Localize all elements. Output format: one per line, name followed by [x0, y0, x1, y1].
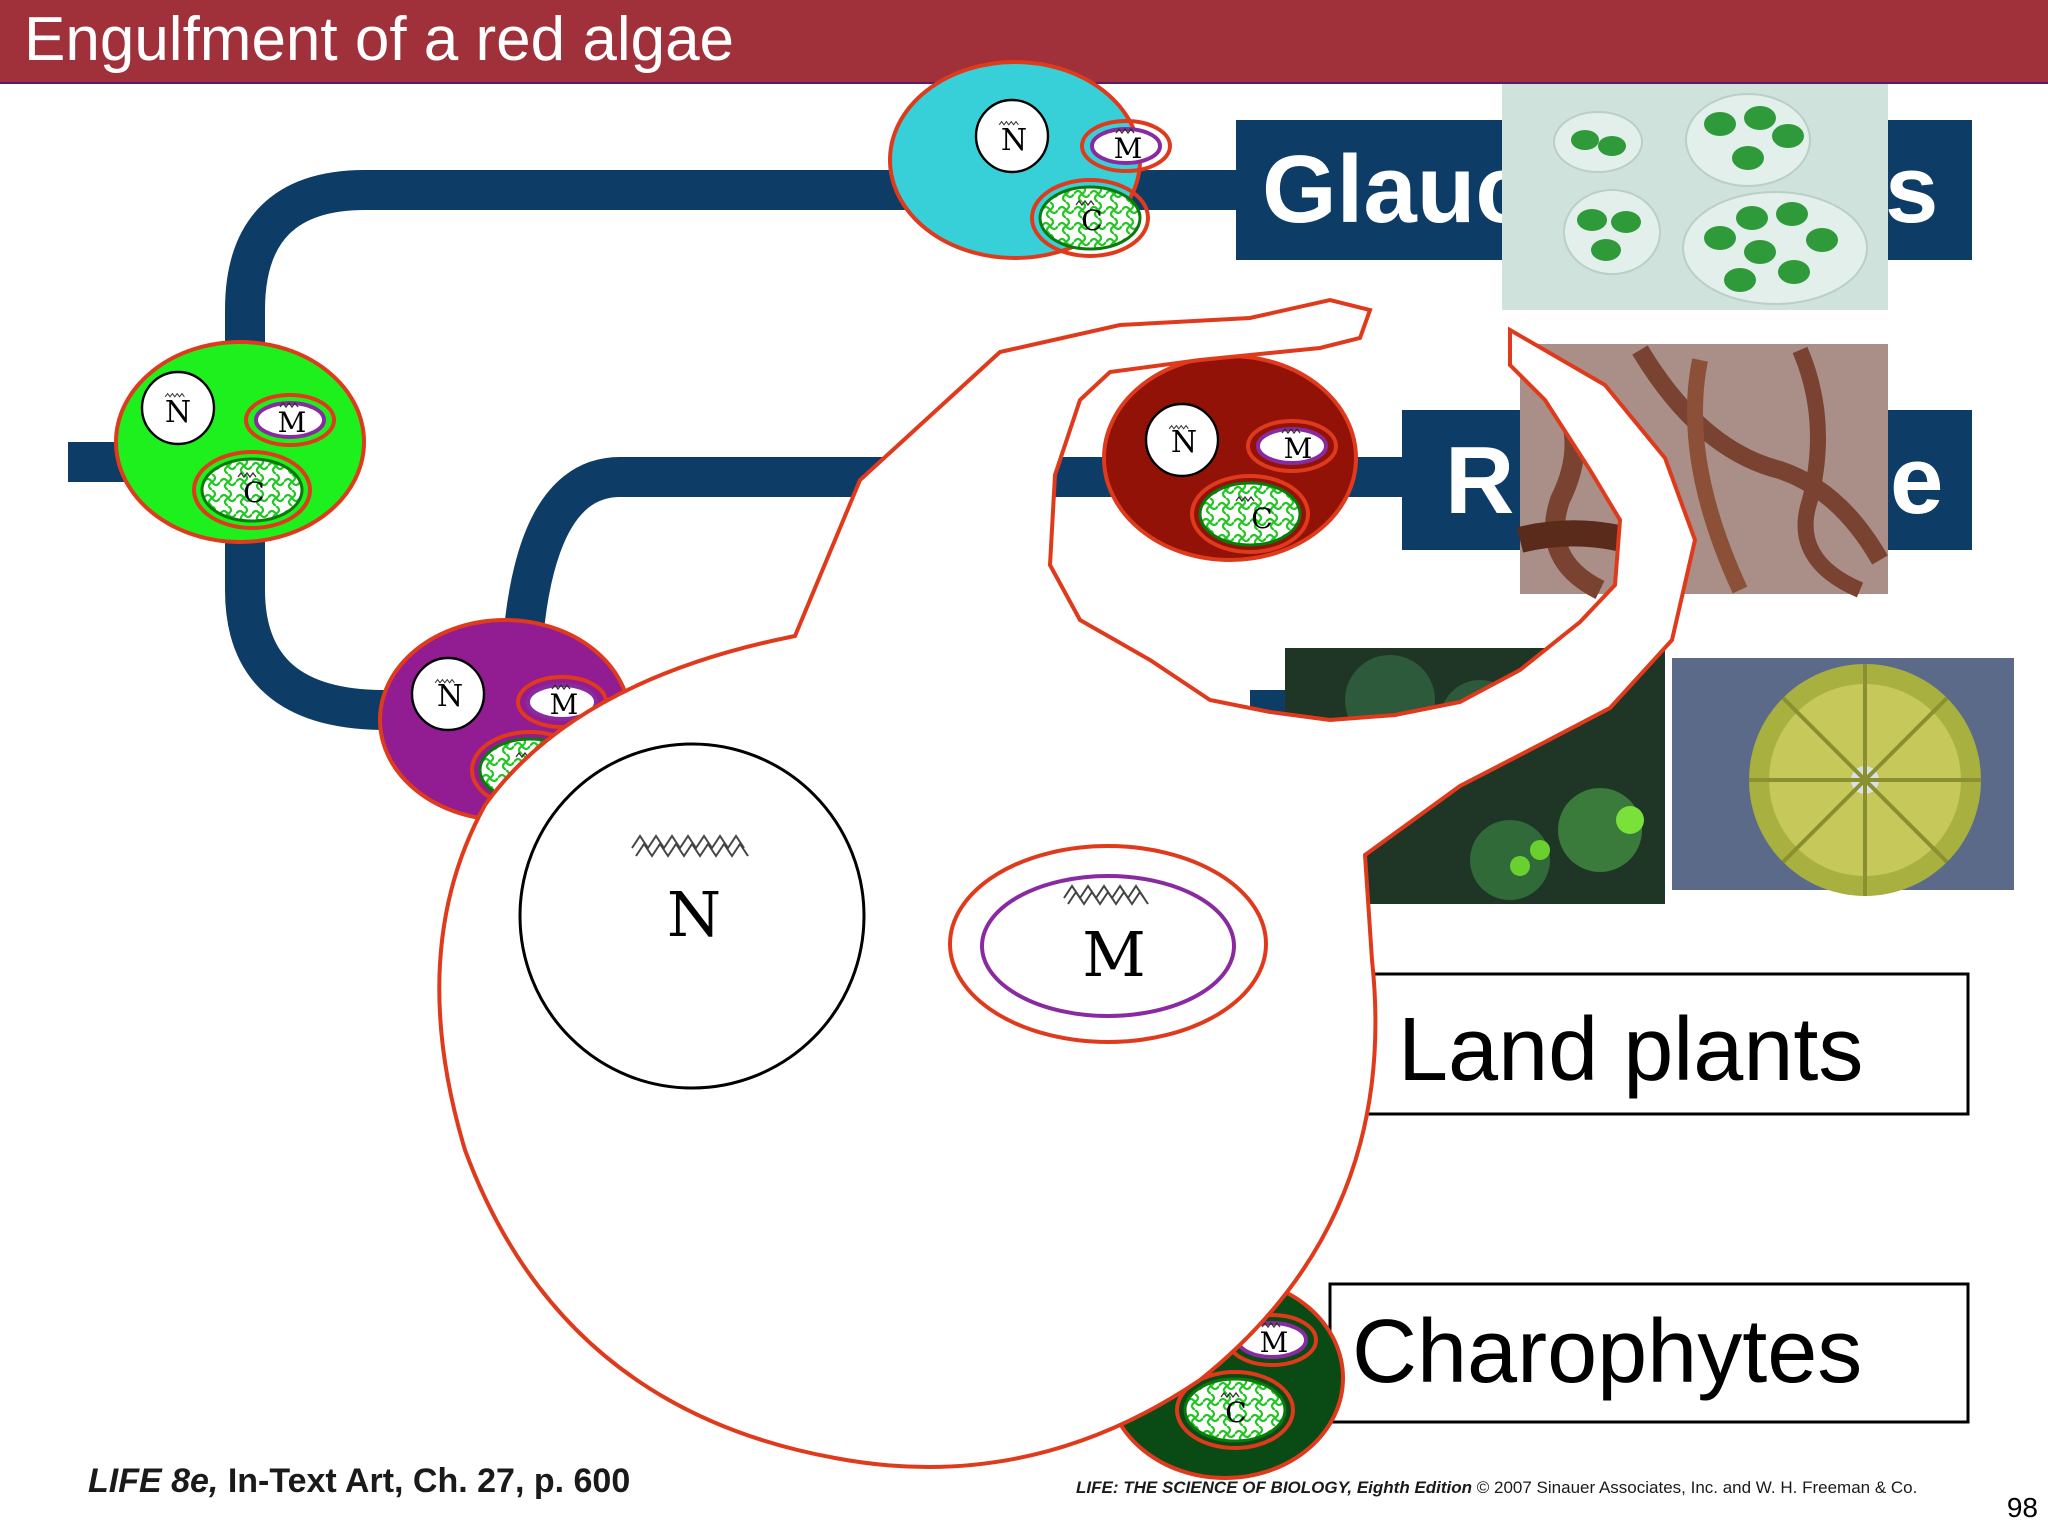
red-algae-label: R — [1445, 427, 1514, 534]
host-mitochondrion — [948, 844, 1268, 1044]
red-chloro-label: C — [1251, 502, 1272, 535]
glaucophytes-label-tail: s — [1885, 136, 1938, 243]
green-algae-photo-2 — [1672, 658, 2014, 896]
land-plants-label: Land plants — [1398, 1000, 1863, 1100]
red-mito-label: M — [1284, 432, 1313, 465]
green-mito-label: M — [550, 688, 579, 721]
slide-number: 98 — [2006, 1492, 2038, 1523]
host-mito-label: M — [1082, 918, 1145, 991]
red-alga-ancestor-cell — [1102, 354, 1358, 562]
tree-branch-glaucophytes — [225, 170, 1240, 462]
host-nucleus-label: N — [667, 878, 721, 951]
tree-branch-lower — [225, 462, 440, 730]
ancestor-chloro-label: C — [243, 476, 264, 509]
slide-title: Engulfment of a red algae — [24, 5, 735, 74]
glaucophyte-photo — [1502, 84, 1888, 310]
land-plants-box: Land plants — [1328, 972, 1970, 1116]
textbook-credit: LIFE 8e, In-Text Art, Ch. 27, p. 600 — [88, 1462, 631, 1500]
ancestor-mito-label: M — [278, 406, 307, 439]
ancestor-nucleus-label: N — [165, 395, 191, 430]
red-nucleus-label: N — [1171, 425, 1197, 460]
glauco-mito-label: M — [1114, 132, 1143, 165]
glauco-nucleus-label: N — [1001, 123, 1027, 158]
charophytes-box: Charophytes — [1328, 1282, 1970, 1424]
host-nucleus — [518, 742, 866, 1090]
ancestor-cell — [114, 340, 366, 544]
glaucophyte-cell — [888, 60, 1172, 260]
charo-mito-label: M — [1260, 1326, 1289, 1359]
glauco-chloro-label: C — [1081, 204, 1102, 237]
red-algae-label-tail: e — [1890, 427, 1943, 534]
publisher-credit: LIFE: THE SCIENCE OF BIOLOGY, Eighth Edi… — [1076, 1478, 1918, 1497]
glaucophytes-label: Glauc — [1262, 136, 1529, 243]
charophytes-label: Charophytes — [1352, 1302, 1862, 1402]
green-nucleus-label: N — [437, 679, 463, 714]
charo-chloro-label: C — [1225, 1396, 1246, 1429]
